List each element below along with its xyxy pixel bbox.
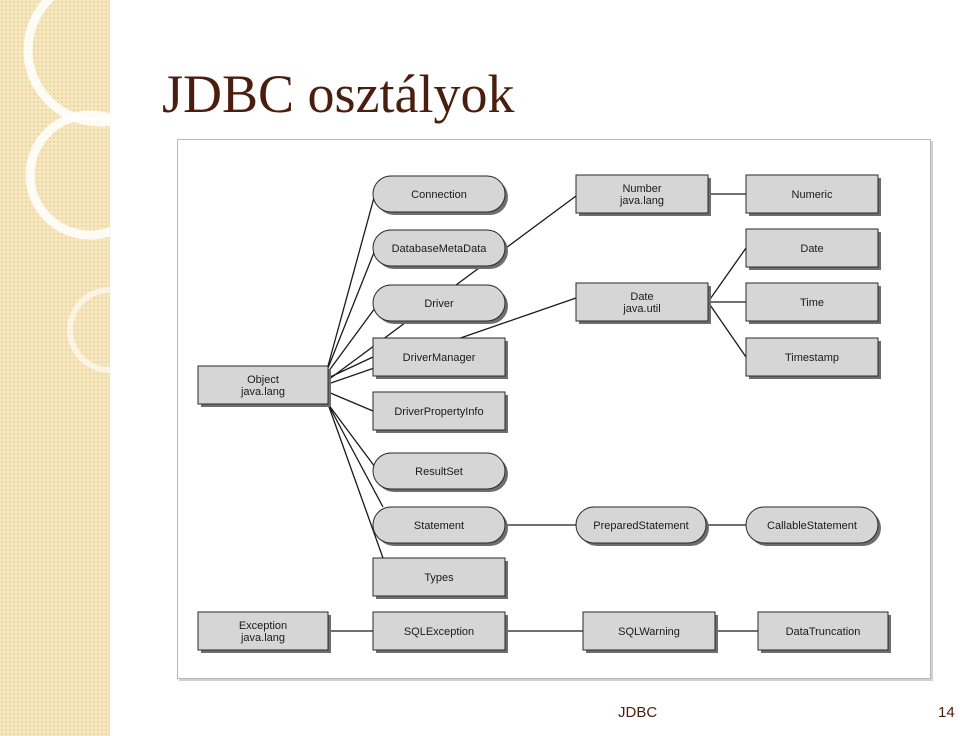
node-label: Object [247,374,279,386]
edge-object-databasemetadata [327,249,376,369]
node-numeric: Numeric [745,174,881,216]
edge-object-driver [327,303,379,373]
node-resultset: ResultSet [372,452,508,492]
node-label: Number [622,183,661,195]
node-datatruncation: DataTruncation [757,611,891,653]
node-driver: Driver [372,284,508,324]
edge-date_util-date [707,247,747,303]
node-label: DriverPropertyInfo [394,406,483,418]
node-label: Driver [424,298,454,310]
slide-title: JDBC osztályok [162,64,515,124]
node-label: PreparedStatement [593,520,688,532]
node-date: Date [745,228,881,270]
node-label: java.util [622,303,660,315]
node-box [745,282,879,322]
node-box [575,282,709,322]
node-box [745,506,879,544]
node-label: Numeric [792,189,833,201]
decorative-rings [23,0,110,373]
node-time: Time [745,282,881,324]
node-timestamp: Timestamp [745,337,881,379]
node-box [745,228,879,268]
node-label: java.lang [240,632,285,644]
node-box [745,337,879,377]
edge-object-connection [327,193,376,367]
edge-object-statement [327,403,384,508]
node-sqlexception: SQLException [372,611,508,653]
node-preparedstatement: PreparedStatement [575,506,709,546]
node-callablestatement: CallableStatement [745,506,881,546]
node-box [575,506,707,544]
node-label: java.lang [240,386,285,398]
node-box [575,174,709,214]
node-sqlwarning: SQLWarning [582,611,718,653]
node-box [582,611,716,651]
edge-object-types [327,403,384,559]
node-label: Timestamp [785,352,839,364]
node-label: java.lang [619,195,664,207]
decorative-side-strip [0,0,110,736]
node-box [372,337,506,377]
edge-date_util-timestamp [707,301,747,358]
node-label: SQLException [404,626,474,638]
nodes-layer: Objectjava.langConnectionDatabaseMetaDat… [197,174,891,653]
node-box [757,611,889,651]
node-label: Date [800,243,823,255]
node-label: CallableStatement [767,520,857,532]
node-statement: Statement [372,506,508,546]
node-label: DriverManager [403,352,476,364]
node-drivermanager: DriverManager [372,337,508,379]
node-box [372,284,506,322]
node-databasemetadata: DatabaseMetaData [372,229,508,269]
node-box [372,452,506,490]
node-label: SQLWarning [618,626,680,638]
class-diagram-canvas: Objectjava.langConnectionDatabaseMetaDat… [197,174,891,653]
node-box [197,365,329,405]
node-box [197,611,329,651]
node-box [372,391,506,431]
node-box [372,175,506,213]
node-label: Time [800,297,824,309]
node-connection: Connection [372,175,508,215]
node-label: ResultSet [415,466,463,478]
page-number: 14 [938,704,955,721]
node-label: Types [424,572,454,584]
node-box [372,506,506,544]
node-label: Exception [239,620,287,632]
node-driverpropertyinfo: DriverPropertyInfo [372,391,508,433]
footer-label: JDBC [618,704,658,721]
node-label: Statement [414,520,464,532]
edge-object-resultset [327,403,379,472]
node-label: Date [630,291,653,303]
node-label: DatabaseMetaData [392,243,488,255]
edge-object-driverpropertyinfo [327,391,374,412]
node-box [745,174,879,214]
node-label: Connection [411,189,467,201]
node-box [372,611,506,651]
node-types: Types [372,557,508,599]
node-box [372,229,506,267]
node-label: DataTruncation [786,626,861,638]
node-box [372,557,506,597]
